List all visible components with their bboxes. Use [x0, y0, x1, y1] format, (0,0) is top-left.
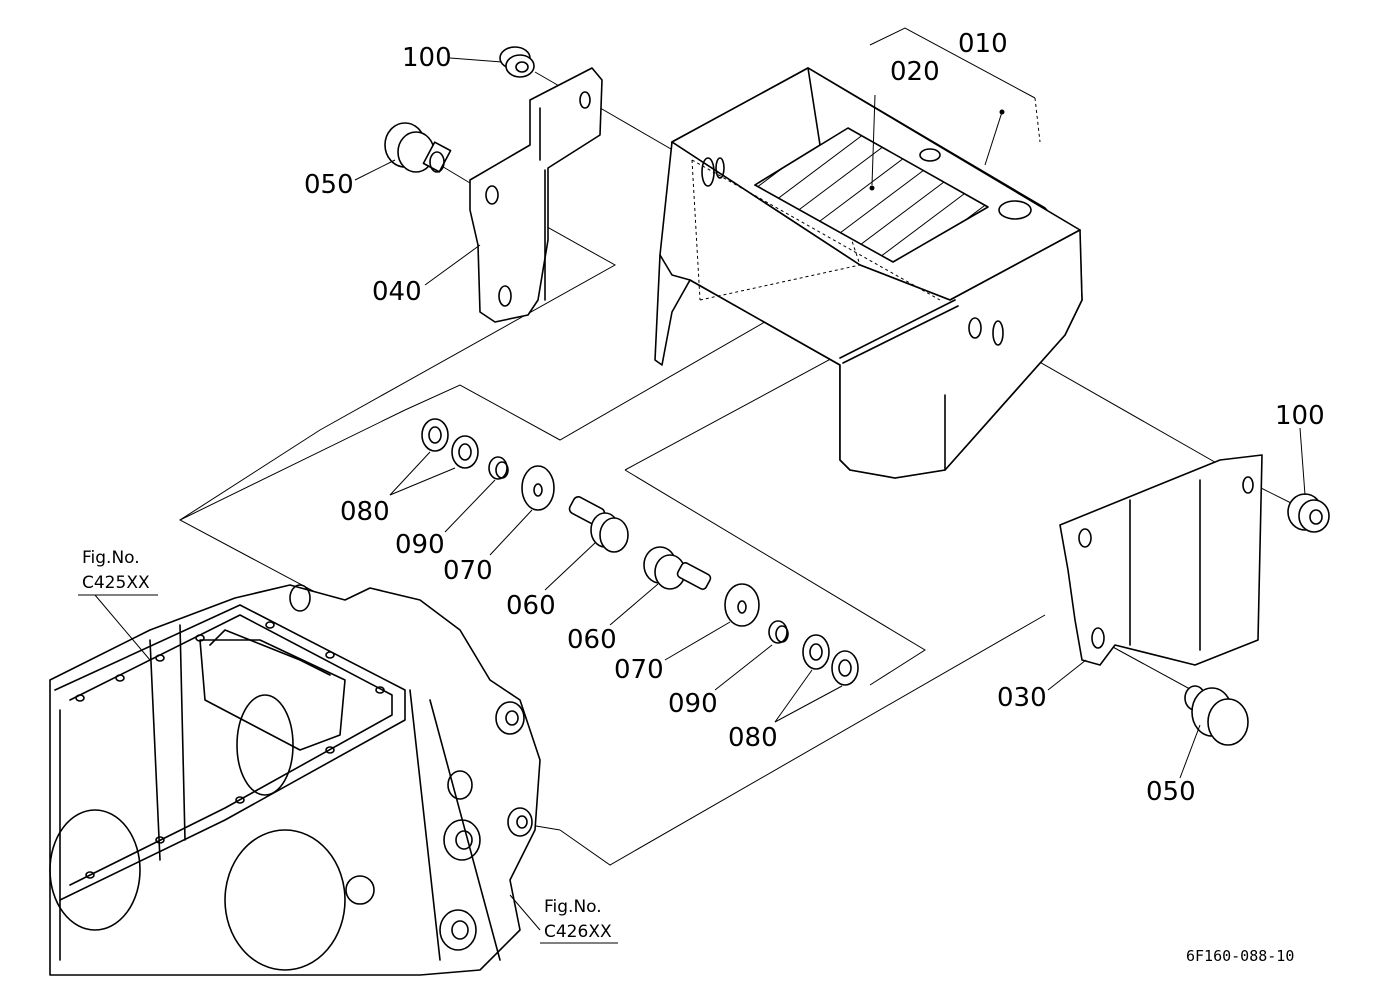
washer-080-left-2 — [451, 435, 479, 469]
label-010: 010 — [958, 29, 1008, 59]
transmission-case-housing — [49, 584, 541, 976]
label-100-top: 100 — [402, 43, 452, 73]
bolt-050-right — [1184, 685, 1249, 746]
washer-070-right — [724, 583, 760, 627]
fig-ref-c426-line1: Fig.No. — [544, 897, 602, 917]
fig-ref-c425-line2: C425XX — [82, 573, 150, 593]
label-050-top: 050 — [304, 170, 354, 200]
label-060-right: 060 — [567, 625, 617, 655]
nut-100-top — [499, 46, 535, 78]
fig-ref-c425-line1: Fig.No. — [82, 548, 140, 568]
label-090-right: 090 — [668, 689, 718, 719]
collar-090-right — [768, 620, 789, 644]
bracket-040 — [469, 67, 603, 323]
collar-090-left — [488, 456, 509, 480]
label-080-right: 080 — [728, 723, 778, 753]
nut-100-right — [1287, 493, 1330, 533]
washer-080-right-2 — [831, 650, 859, 686]
bolt-060-left — [568, 496, 629, 553]
drawing-code: 6F160-088-10 — [1186, 947, 1294, 965]
label-020: 020 — [890, 57, 940, 87]
fig-ref-c426-line2: C426XX — [544, 922, 612, 942]
frame-bolt-holes — [75, 621, 385, 879]
part-labels: 010 020 100 050 040 080 090 070 060 060 … — [304, 29, 1325, 807]
label-090-left: 090 — [395, 530, 445, 560]
label-100-right: 100 — [1275, 401, 1325, 431]
bolt-050-top — [384, 122, 452, 173]
label-060-left: 060 — [506, 591, 556, 621]
washer-080-right-1 — [802, 634, 830, 670]
washer-070-left — [521, 465, 555, 511]
bolt-060-right — [643, 546, 712, 590]
cover-010 — [654, 67, 1083, 479]
figure-references: Fig.No. C425XX Fig.No. C426XX — [78, 548, 618, 944]
bracket-030 — [1059, 454, 1263, 666]
label-070-right: 070 — [614, 655, 664, 685]
label-leader-lines — [94, 27, 1306, 931]
label-040: 040 — [372, 277, 422, 307]
label-030: 030 — [997, 683, 1047, 713]
label-080-left: 080 — [340, 497, 390, 527]
label-070-left: 070 — [443, 556, 493, 586]
washer-080-left-1 — [421, 418, 449, 452]
label-050-right: 050 — [1146, 777, 1196, 807]
